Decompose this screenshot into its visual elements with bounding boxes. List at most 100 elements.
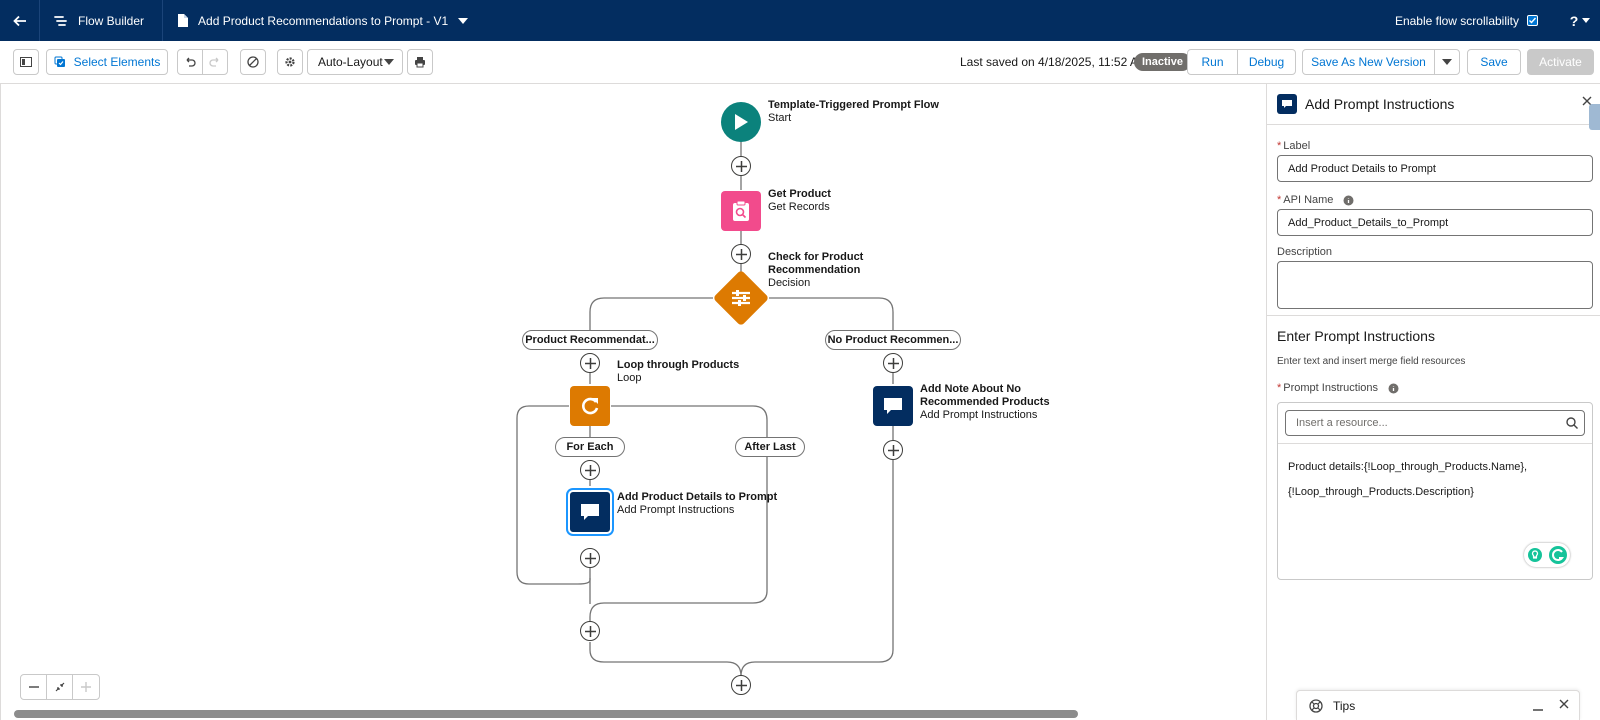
branch-pill-no-recommendation[interactable]: No Product Recommen... (825, 330, 961, 350)
close-icon[interactable] (1559, 699, 1569, 709)
for-each-pill[interactable]: For Each (555, 437, 625, 457)
chevron-down-icon (1582, 18, 1591, 23)
errors-button[interactable] (240, 49, 266, 75)
resource-search-placeholder: Insert a resource... (1296, 417, 1388, 429)
section-subtitle: Enter text and insert merge field resour… (1277, 356, 1466, 367)
select-elements-icon (54, 56, 65, 67)
description-field-label: Description (1277, 246, 1333, 258)
grammarly-widget[interactable] (1524, 543, 1570, 567)
save-as-new-version-button[interactable]: Save As New Version (1302, 49, 1435, 75)
activate-button[interactable]: Activate (1527, 49, 1594, 75)
prompt-editor[interactable]: Insert a resource... Product details:{!L… (1277, 402, 1593, 580)
plus-icon (584, 552, 596, 564)
undo-button[interactable] (177, 49, 203, 75)
minus-icon (28, 686, 39, 688)
api-name-field-label: *API Name (1277, 194, 1354, 206)
toggle-panel-button[interactable] (13, 49, 39, 75)
add-element-button[interactable] (580, 621, 600, 641)
add-product-details-label: Add Product Details to Prompt Add Prompt… (617, 491, 777, 517)
add-product-details-node[interactable] (568, 490, 612, 534)
api-name-input-value: Add_Product_Details_to_Prompt (1288, 216, 1449, 229)
save-options-button[interactable] (1434, 49, 1460, 75)
plus-icon (584, 464, 596, 476)
start-node-title: Template-Triggered Prompt Flow (768, 99, 939, 111)
loop-title: Loop through Products (617, 359, 740, 371)
start-node[interactable] (721, 102, 761, 142)
branch-pill-recommendation[interactable]: Product Recommendat... (522, 330, 658, 350)
help-menu[interactable]: ? (1560, 0, 1600, 41)
arrow-left-icon (12, 15, 26, 26)
add-note-node[interactable] (873, 386, 913, 426)
add-note-label: Add Note About No Recommended Products A… (920, 383, 1050, 422)
scrollability-label: Enable flow scrollability (1394, 13, 1519, 28)
add-element-button[interactable] (731, 156, 751, 176)
after-last-pill[interactable]: After Last (735, 437, 805, 457)
add-element-button[interactable] (731, 675, 751, 695)
get-product-type: Get Records (768, 201, 830, 213)
plus-icon (735, 679, 747, 691)
panel-title: Add Prompt Instructions (1305, 96, 1455, 112)
horizontal-scrollbar[interactable] (14, 710, 1078, 718)
layout-select[interactable]: Auto-Layout (307, 49, 403, 75)
description-textarea[interactable] (1277, 261, 1593, 309)
add-product-details-title: Add Product Details to Prompt (617, 491, 778, 503)
select-elements-label: Select Elements (73, 55, 161, 69)
minimize-icon[interactable] (1533, 699, 1543, 711)
debug-label: Debug (1248, 55, 1285, 69)
settings-button[interactable] (277, 49, 303, 75)
status-badge: Inactive (1134, 53, 1191, 71)
chevron-down-icon (458, 17, 469, 24)
add-element-button[interactable] (580, 460, 600, 480)
prompt-text[interactable]: Product details:{!Loop_through_Products.… (1288, 455, 1578, 505)
chevron-down-icon (384, 59, 394, 65)
info-icon[interactable] (1343, 195, 1354, 206)
plus-icon (735, 160, 747, 172)
resource-search-input[interactable]: Insert a resource... (1285, 410, 1585, 436)
zoom-out-button[interactable] (21, 675, 47, 699)
save-button[interactable]: Save (1467, 49, 1521, 75)
add-element-button[interactable] (883, 353, 903, 373)
panel-collapse-tab[interactable] (1589, 104, 1600, 130)
run-button[interactable]: Run (1187, 49, 1238, 75)
scrollability-checkbox[interactable] (1527, 15, 1538, 26)
select-elements-button[interactable]: Select Elements (46, 49, 168, 75)
layout-select-value: Auto-Layout (318, 55, 383, 69)
redo-button[interactable] (202, 49, 228, 75)
prompt-message-icon (1277, 94, 1297, 114)
add-element-button[interactable] (883, 440, 903, 460)
required-marker: * (1277, 194, 1282, 206)
plus-icon (887, 357, 899, 369)
plus-icon (887, 444, 899, 456)
close-icon[interactable] (1582, 96, 1592, 106)
prompt-field-label: *Prompt Instructions (1277, 382, 1399, 394)
loop-icon (582, 397, 599, 415)
required-marker: * (1277, 382, 1282, 394)
grammarly-icon (1548, 546, 1567, 564)
add-element-button[interactable] (580, 353, 600, 373)
debug-button[interactable]: Debug (1237, 49, 1296, 75)
contract-icon (55, 682, 64, 692)
api-name-input[interactable]: Add_Product_Details_to_Prompt (1277, 209, 1593, 236)
for-each-label: For Each (566, 441, 614, 453)
flow-canvas[interactable]: Template-Triggered Prompt Flow Start Get… (0, 84, 1266, 720)
add-element-button[interactable] (731, 244, 751, 264)
flow-title-menu[interactable]: Add Product Recommendations to Prompt - … (163, 0, 482, 41)
fit-view-button[interactable] (47, 675, 73, 699)
decision-icon (732, 290, 750, 306)
start-node-label: Template-Triggered Prompt Flow Start (768, 99, 939, 125)
back-button[interactable] (0, 0, 40, 41)
label-input[interactable]: Add Product Details to Prompt (1277, 155, 1593, 182)
tips-panel[interactable]: Tips (1296, 690, 1580, 720)
last-saved-text: Last saved on 4/18/2025, 11:52 AM (960, 55, 1148, 69)
decision-type: Decision (768, 277, 811, 289)
print-button[interactable] (407, 49, 433, 75)
get-product-node[interactable] (721, 191, 761, 231)
plus-icon (584, 625, 596, 637)
zoom-in-button[interactable] (73, 675, 99, 699)
scrollability-toggle[interactable]: Enable flow scrollability (1395, 14, 1538, 28)
redo-icon (209, 57, 219, 67)
get-product-label: Get Product Get Records (768, 188, 831, 214)
info-icon[interactable] (1388, 383, 1399, 394)
add-element-button[interactable] (580, 548, 600, 568)
loop-node[interactable] (570, 386, 610, 426)
